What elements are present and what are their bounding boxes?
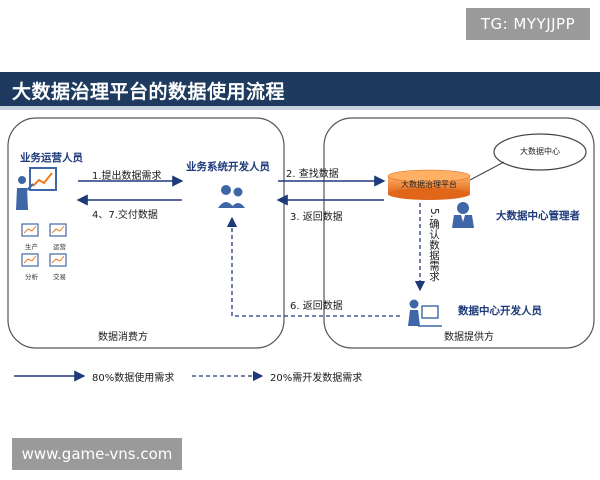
flow-return-label: 3. 返回数据 [290,212,343,223]
dc-developer-icon [408,299,442,327]
flow-deliver-label: 4、7.交付数据 [92,210,158,221]
report-label-0: 生产 [25,243,38,251]
report-thumbnails [21,223,67,267]
title-bar [0,72,600,110]
report-label-1: 运营 [53,243,66,251]
report-label-2: 分析 [25,273,38,281]
flow-confirm-label: 5.确认数据需求 [428,208,440,282]
provider-footer: 数据提供方 [444,332,494,343]
platform-cylinder [387,169,471,200]
data-center-ellipse [493,133,587,171]
developer-group-icon [218,185,245,208]
legend-dashed-label: 20%需开发数据需求 [270,373,363,384]
dev-actor-label: 业务系统开发人员 [186,161,270,173]
tg-badge: TG: MYYJJPP [466,8,590,40]
ops-actor-label: 业务运营人员 [20,152,83,164]
consumer-footer: 数据消费方 [98,332,148,343]
admin-icon [452,202,474,228]
provider-group-box [323,117,595,349]
consumer-group-box [7,117,285,349]
legend-solid-label: 80%数据使用需求 [92,373,175,384]
dc-dev-label: 数据中心开发人员 [458,305,542,317]
admin-label: 大数据中心管理者 [496,210,580,222]
page-title: 大数据治理平台的数据使用流程 [12,81,286,103]
arrow-return6-dashed [226,216,400,317]
watermark: www.game-vns.com [12,438,182,470]
platform-label: 大数据治理平台 [401,180,457,189]
center-connector [469,161,505,181]
presenter-icon [16,167,57,210]
flow-find-label: 2. 查找数据 [286,169,339,180]
data-center-label: 大数据中心 [520,147,560,156]
report-label-3: 交易 [53,273,66,281]
flow-return6-label: 6. 返回数据 [290,301,343,312]
flow-submit-label: 1.提出数据需求 [92,171,162,182]
